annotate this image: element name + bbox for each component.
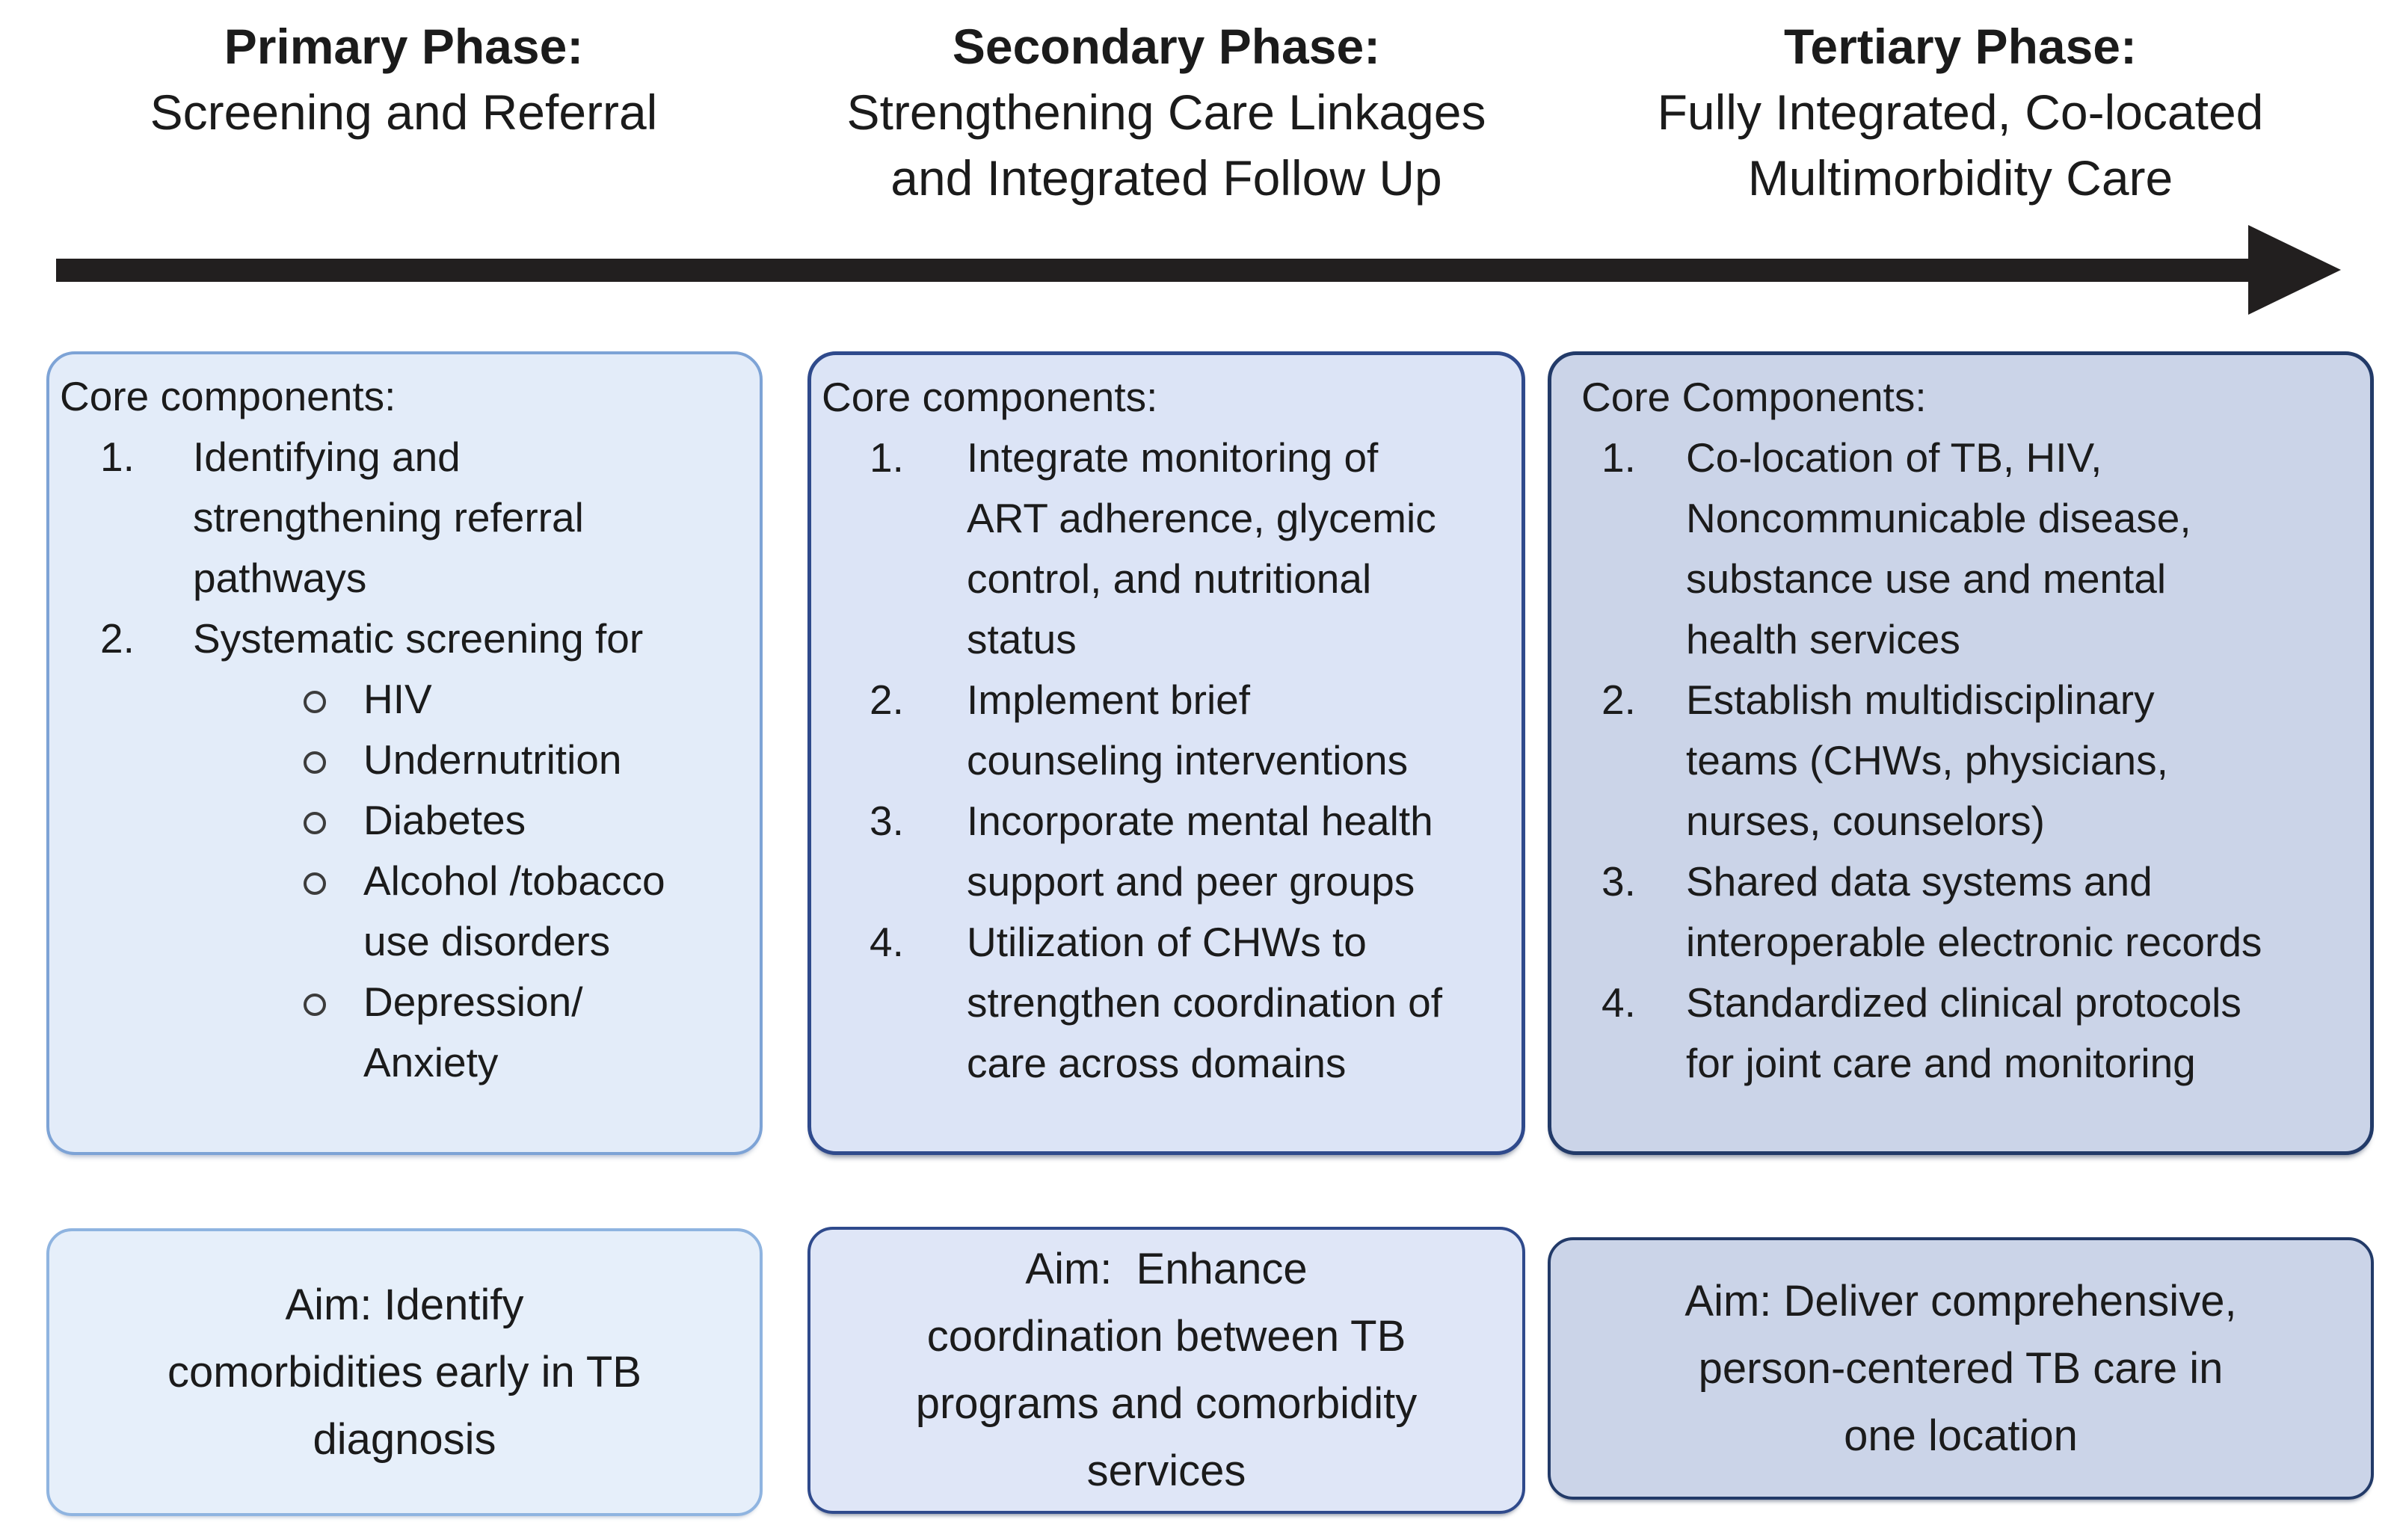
list-item-text: Utilization of CHWs to strengthen coordi… (967, 919, 1442, 1086)
list-item-number: 4. (1601, 979, 1636, 1026)
core-components-heading: Core Components: (1581, 374, 1927, 420)
phase-header-tertiary: Tertiary Phase: Fully Integrated, Co-loc… (1549, 13, 2372, 211)
list-item: 4. Standardized clinical protocols for j… (1557, 973, 2370, 1094)
phase-header-primary: Primary Phase: Screening and Referral (45, 13, 763, 145)
core-components-box-primary: Core components: 1. Identifying and stre… (46, 351, 763, 1155)
circle-bullet-icon (60, 730, 363, 790)
sub-list-item-text: Undernutrition (363, 736, 622, 783)
sub-list-item-text: Depression/ Anxiety (363, 979, 583, 1085)
list-item-text: Shared data systems and interoperable el… (1686, 858, 2262, 965)
aim-box-tertiary: Aim: Deliver comprehensive, person-cente… (1548, 1237, 2374, 1500)
sub-list-item: Undernutrition (60, 730, 760, 790)
list-item: 3. Incorporate mental health support and… (822, 791, 1521, 912)
list-item: 3. Shared data systems and interoperable… (1557, 851, 2370, 973)
list-item: 2. Implement brief counseling interventi… (822, 670, 1521, 791)
list-item-text: Standardized clinical protocols for join… (1686, 979, 2241, 1086)
circle-bullet-icon (60, 790, 363, 851)
list-item-number: 4. (870, 919, 904, 965)
phase-title: Tertiary Phase: (1784, 19, 2137, 74)
list-item-number: 2. (870, 677, 904, 723)
core-components-heading: Core components: (60, 373, 396, 419)
list-item: 1. Identifying and strengthening referra… (60, 427, 760, 609)
list-item: 4. Utilization of CHWs to strengthen coo… (822, 912, 1521, 1094)
list-item-number: 1. (1601, 434, 1636, 481)
aim-text: Aim: Identify comorbidities early in TB … (167, 1280, 654, 1464)
sub-list-item: Alcohol /tobacco use disorders (60, 851, 760, 972)
list-item-number: 3. (1601, 858, 1636, 905)
phase-subtitle: Fully Integrated, Co-located Multimorbid… (1657, 84, 2264, 206)
list-item-number: 2. (1601, 677, 1636, 723)
circle-bullet-icon (60, 851, 363, 911)
sub-list-item: Depression/ Anxiety (60, 972, 760, 1093)
sub-list-item: Diabetes (60, 790, 760, 851)
list-item-text: Integrate monitoring of ART adherence, g… (967, 434, 1436, 662)
list-item-text: Co-location of TB, HIV, Noncommunicable … (1686, 434, 2191, 662)
list-item: 2. Establish multidisciplinary teams (CH… (1557, 670, 2370, 851)
phase-title: Secondary Phase: (952, 19, 1381, 74)
arrow-head-icon (2248, 225, 2341, 315)
list-item-number: 2. (100, 615, 135, 662)
list-item: 1. Integrate monitoring of ART adherence… (822, 428, 1521, 670)
sub-list-item: HIV (60, 669, 760, 730)
list-item-text: Establish multidisciplinary teams (CHWs,… (1686, 677, 2168, 844)
arrow-shaft (56, 259, 2248, 282)
sub-list-item-text: HIV (363, 676, 432, 722)
list-item-number: 1. (100, 434, 135, 480)
list-item-number: 1. (870, 434, 904, 481)
aim-box-secondary: Aim: Enhance coordination between TB pro… (807, 1227, 1525, 1514)
list-item-text: Systematic screening for (193, 615, 644, 662)
circle-bullet-icon (60, 669, 363, 730)
list-item: 1. Co-location of TB, HIV, Noncommunicab… (1557, 428, 2370, 670)
list-item-number: 3. (870, 798, 904, 844)
aim-box-primary: Aim: Identify comorbidities early in TB … (46, 1228, 763, 1516)
aim-text: Aim: Enhance coordination between TB pro… (915, 1245, 1430, 1495)
aim-text: Aim: Deliver comprehensive, person-cente… (1684, 1276, 2249, 1460)
core-components-box-tertiary: Core Components: 1. Co-location of TB, H… (1548, 351, 2374, 1155)
phase-title: Primary Phase: (224, 19, 584, 74)
circle-bullet-icon (60, 972, 363, 1032)
sub-list-item-text: Alcohol /tobacco use disorders (363, 857, 665, 964)
sub-list-item-text: Diabetes (363, 797, 526, 843)
list-item-text: Incorporate mental health support and pe… (967, 798, 1433, 905)
list-item-text: Identifying and strengthening referral p… (193, 434, 584, 601)
core-components-heading: Core components: (822, 374, 1158, 420)
list-item-text: Implement brief counseling interventions (967, 677, 1409, 783)
core-components-box-secondary: Core components: 1. Integrate monitoring… (807, 351, 1525, 1155)
phase-subtitle: Strengthening Care Linkages and Integrat… (846, 84, 1486, 206)
list-item: 2. Systematic screening for (60, 609, 760, 669)
phase-subtitle: Screening and Referral (150, 84, 658, 140)
phase-header-secondary: Secondary Phase: Strengthening Care Link… (830, 13, 1503, 211)
